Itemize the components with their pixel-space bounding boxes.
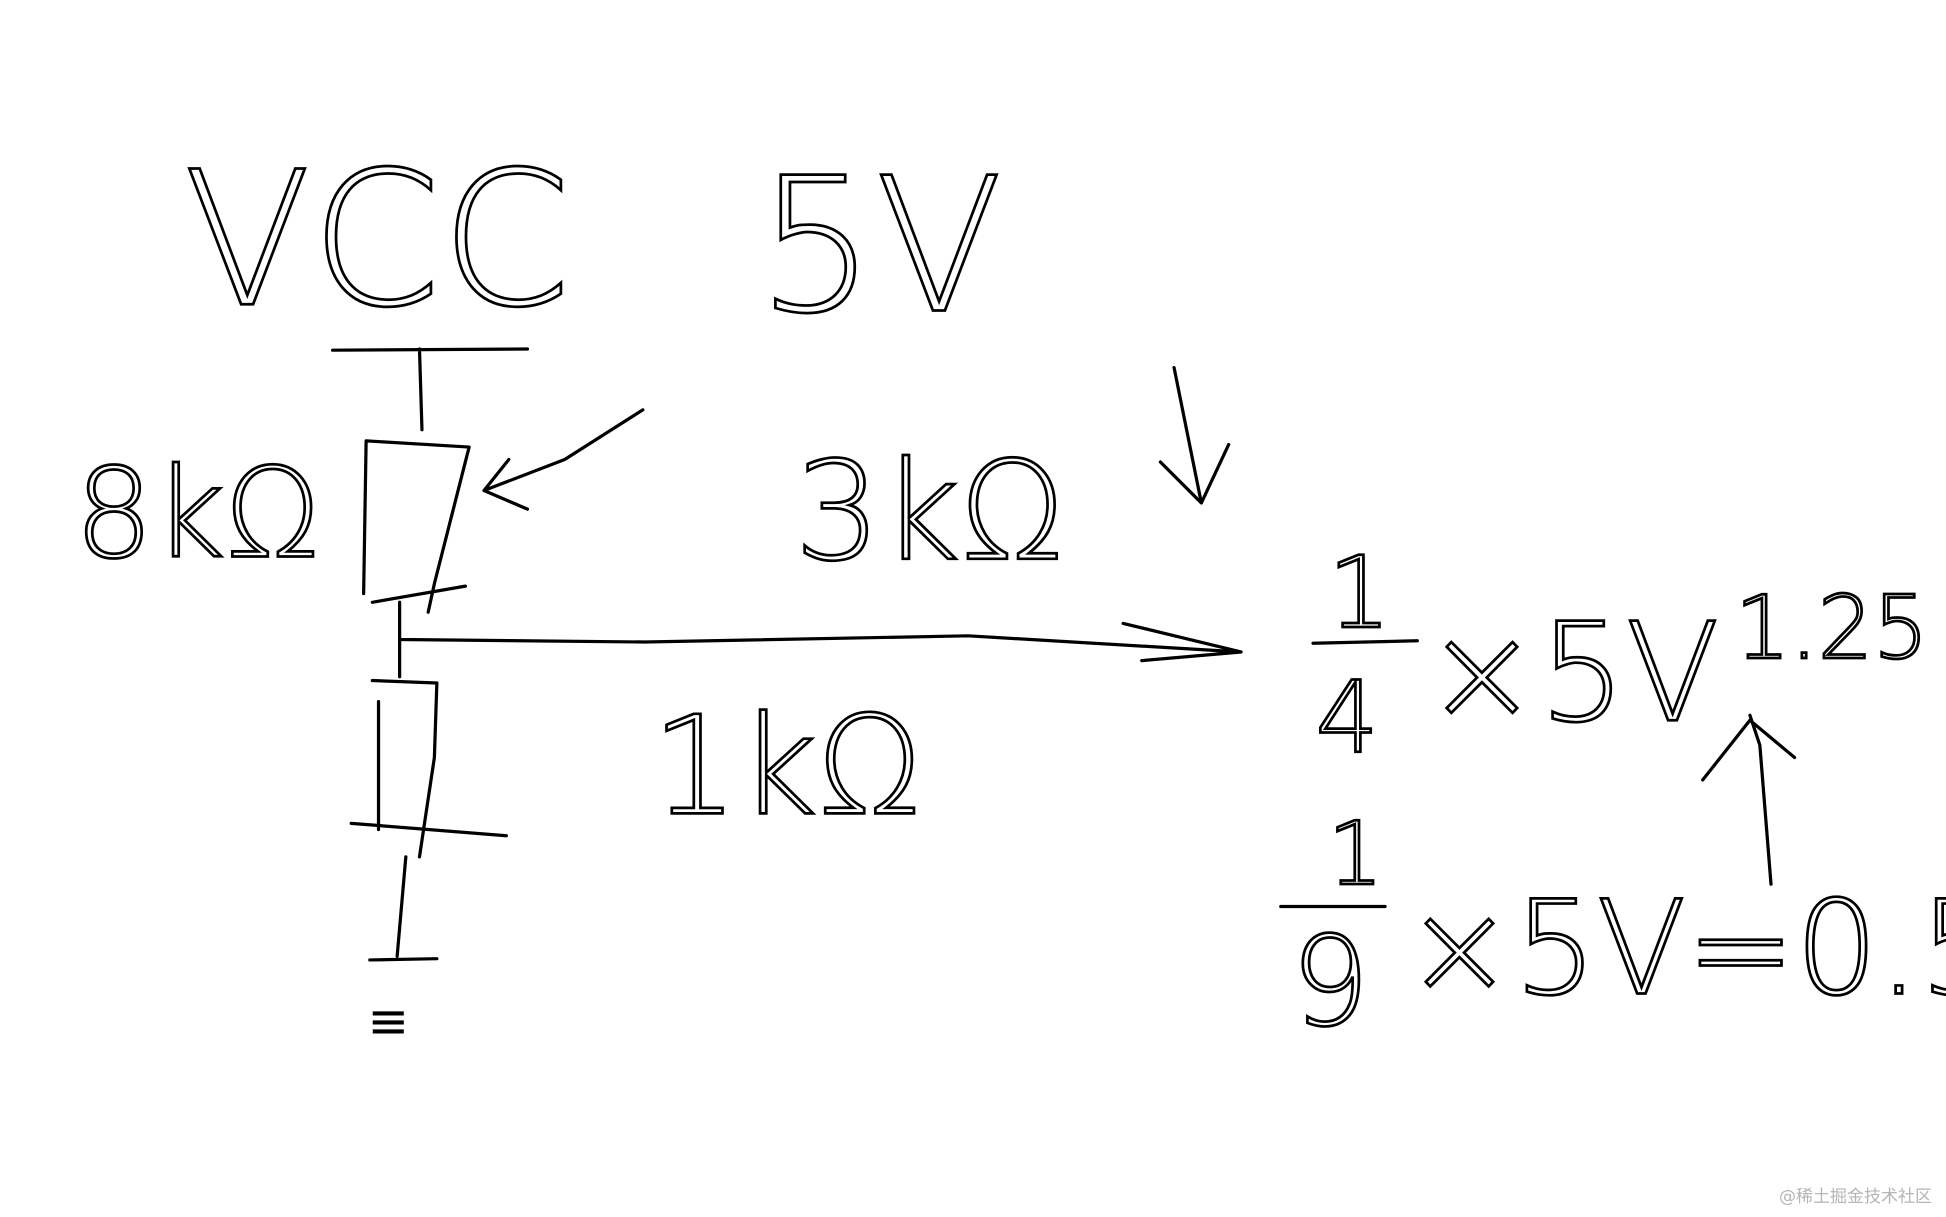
correction-arrow [482, 408, 645, 511]
calc1-denominator: 4 [1316, 660, 1379, 775]
up-arrow [1701, 713, 1797, 886]
supply-rail [330, 347, 530, 432]
ground-symbol: ≡ [367, 992, 409, 1050]
calc2-expression: ×5V=0.5V [1405, 872, 1946, 1024]
calc2-denominator: 9 [1291, 910, 1370, 1054]
bottom-resistor-label: 1kΩ [652, 687, 922, 846]
top-resistor-label: 8kΩ [74, 442, 320, 586]
calc1-numerator: 1 [1328, 536, 1391, 651]
calc1-result: 1.25 [1735, 578, 1928, 679]
ground-wire [368, 855, 439, 962]
watermark: @稀土掘金技术社区 [1779, 1187, 1932, 1207]
calc1-fraction-bar [1311, 639, 1419, 645]
supply-voltage-label: 5V [757, 137, 1003, 354]
corrected-resistor-label: 3kΩ [794, 433, 1064, 592]
top-resistor [362, 439, 471, 614]
bottom-resistor [349, 637, 508, 859]
output-wire [398, 600, 1243, 663]
calc2-numerator: 1 [1328, 804, 1383, 905]
vcc-label: VCC [184, 131, 571, 348]
down-arrow [1158, 365, 1231, 505]
calc1-expression: ×5V [1425, 594, 1720, 753]
